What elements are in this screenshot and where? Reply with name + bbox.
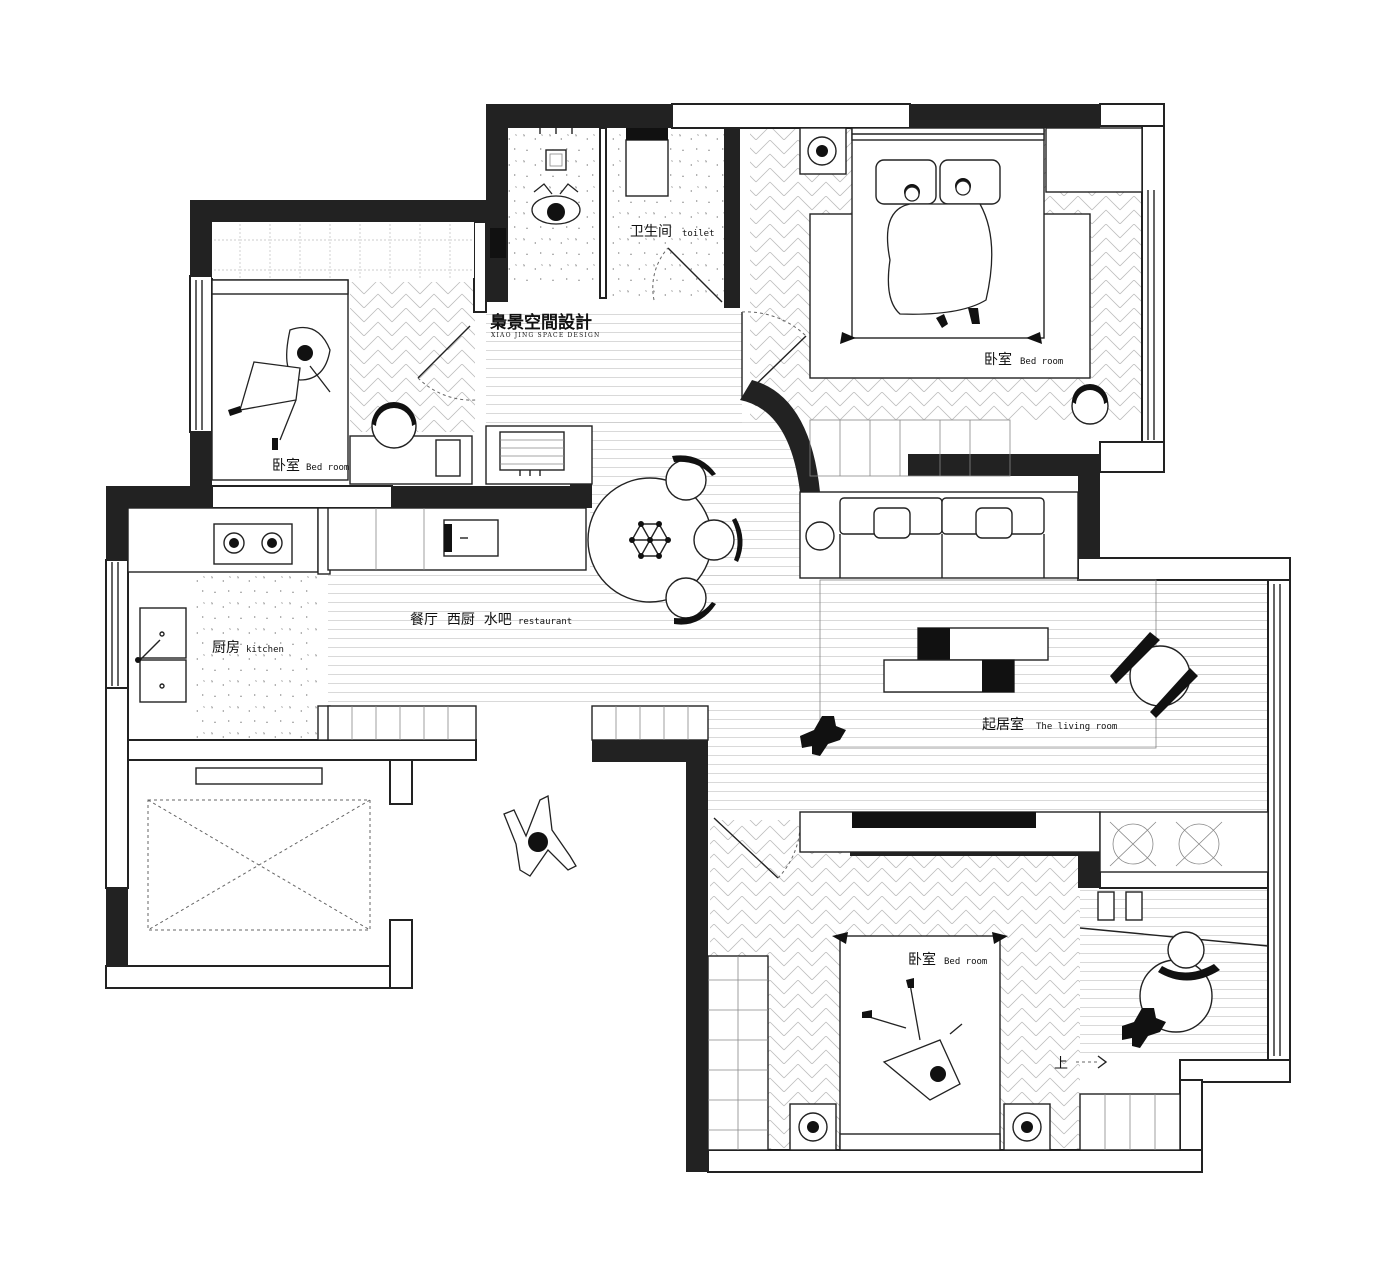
brand-logo: 梟景空間設計 XIAO JING SPACE DESIGN <box>489 312 600 339</box>
standing-figure <box>503 795 577 877</box>
room-label-bedroom-master: 卧室 Bed room <box>984 351 1063 368</box>
room-label-dining: 餐厅 西厨 水吧 restaurant <box>410 612 572 628</box>
room-label-living: 起居室 The living room <box>982 716 1117 733</box>
living-furniture <box>799 491 1269 873</box>
room-name-en: The living room <box>1036 722 1117 732</box>
room-name-cn: 起居室 <box>982 716 1024 733</box>
brand-subtitle: XIAO JING SPACE DESIGN <box>491 332 600 339</box>
room-name-cn: 厨房 <box>212 640 240 656</box>
walls <box>105 103 1291 1173</box>
room-name-en: toilet <box>682 229 715 239</box>
dining-set <box>587 455 743 625</box>
room-label-bedroom-left: 卧室 Bed room <box>272 457 349 474</box>
room-name-cn: 卧室 <box>272 457 300 474</box>
left-bedroom-furniture <box>211 222 593 485</box>
toilet-person-figure <box>531 183 581 225</box>
lower-left-room <box>147 767 371 931</box>
room-label-toilet: 卫生间 toilet <box>630 224 715 240</box>
sleeping-figure-left <box>228 326 331 450</box>
room-name-en: Bed room <box>944 957 987 967</box>
dining-centerpiece <box>629 521 671 559</box>
room-name-en: restaurant <box>518 617 572 627</box>
windows <box>111 130 1281 1056</box>
kitchen-fixtures <box>127 507 709 741</box>
armchair <box>1110 632 1198 718</box>
room-name-en: Bed room <box>306 463 349 473</box>
stair-up-marker: 上 <box>1054 1056 1068 1072</box>
room-name-en: Bed room <box>1020 357 1063 367</box>
toilet-fixtures <box>490 128 669 258</box>
brand-name: 梟景空間設計 <box>489 312 592 333</box>
room-name-cn: 卧室 <box>984 351 1012 368</box>
doors <box>417 247 820 879</box>
lower-bedroom-furniture <box>707 891 1269 1151</box>
room-name-en: kitchen <box>246 645 284 655</box>
room-name-cn: 卧室 <box>908 951 936 968</box>
room-name-cn: 卫生间 <box>630 224 672 240</box>
room-name-cn: 餐厅 西厨 水吧 <box>410 612 512 628</box>
master-bedroom-furniture <box>799 127 1143 477</box>
room-label-bedroom-bottom: 卧室 Bed room <box>908 951 987 968</box>
room-label-kitchen: 厨房 kitchen <box>212 640 284 656</box>
sleeping-figure-bottom <box>862 978 963 1101</box>
